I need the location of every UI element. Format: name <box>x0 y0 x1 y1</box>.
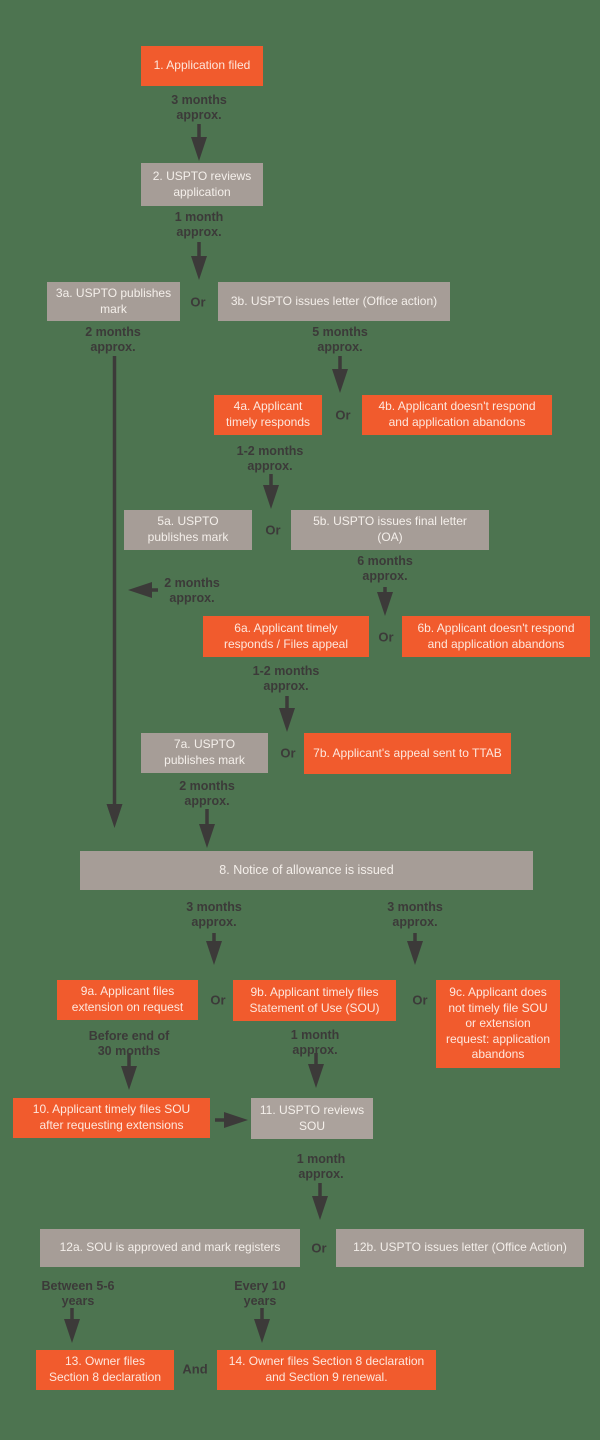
duration-6a-7: 1-2 months approx. <box>252 664 320 693</box>
node-9b-files-sou: 9b. Applicant timely files Statement of … <box>233 980 396 1021</box>
duration-12a-13: Between 5-6 years <box>41 1279 115 1308</box>
duration-9b-11: 1 month approx. <box>290 1028 340 1057</box>
duration-5a-8: 2 months approx. <box>164 576 220 605</box>
or-label-5: Or <box>265 522 281 538</box>
duration-8-9a: 3 months approx. <box>186 900 242 929</box>
duration-12a-14: Every 10 years <box>234 1279 286 1308</box>
or-label-12: Or <box>311 1240 327 1256</box>
duration-7a-8: 2 months approx. <box>179 779 235 808</box>
or-label-4: Or <box>335 407 351 423</box>
and-label-13-14: And <box>182 1361 208 1377</box>
node-1-application-filed: 1. Application filed <box>141 46 263 86</box>
duration-3b-4: 5 months approx. <box>312 325 368 354</box>
node-2-uspto-reviews: 2. USPTO reviews application <box>141 163 263 206</box>
or-label-9-left: Or <box>210 992 226 1008</box>
node-3b-issues-letter: 3b. USPTO issues letter (Office action) <box>218 282 450 321</box>
duration-5b-6: 6 months approx. <box>357 554 413 583</box>
node-5a-publishes-mark: 5a. USPTO publishes mark <box>124 510 252 550</box>
node-4b-abandons: 4b. Applicant doesn't respond and applic… <box>362 395 552 435</box>
node-12b-issues-letter: 12b. USPTO issues letter (Office Action) <box>336 1229 584 1267</box>
duration-2-3: 1 month approx. <box>174 210 224 239</box>
or-label-3: Or <box>190 294 206 310</box>
node-11-reviews-sou: 11. USPTO reviews SOU <box>251 1098 373 1139</box>
duration-3a-8: 2 months approx. <box>85 325 141 354</box>
node-3a-publishes-mark: 3a. USPTO publishes mark <box>47 282 180 321</box>
duration-11-12: 1 month approx. <box>296 1152 346 1181</box>
node-13-section8: 13. Owner files Section 8 declaration <box>36 1350 174 1390</box>
duration-9a-10: Before end of 30 months <box>88 1029 170 1058</box>
node-7b-appeal-ttab: 7b. Applicant's appeal sent to TTAB <box>304 733 511 774</box>
node-7a-publishes-mark: 7a. USPTO publishes mark <box>141 733 268 773</box>
duration-4a-5: 1-2 months approx. <box>236 444 304 473</box>
node-6a-responds-appeal: 6a. Applicant timely responds / Files ap… <box>203 616 369 657</box>
duration-8-9bc: 3 months approx. <box>387 900 443 929</box>
node-9c-abandons: 9c. Applicant does not timely file SOU o… <box>436 980 560 1068</box>
or-label-7: Or <box>280 745 296 761</box>
node-8-notice-allowance: 8. Notice of allowance is issued <box>80 851 533 890</box>
or-label-9-right: Or <box>412 992 428 1008</box>
node-4a-timely-responds: 4a. Applicant timely responds <box>214 395 322 435</box>
node-10-files-sou-after-ext: 10. Applicant timely files SOU after req… <box>13 1098 210 1138</box>
node-12a-mark-registers: 12a. SOU is approved and mark registers <box>40 1229 300 1267</box>
node-14-section8-9: 14. Owner files Section 8 declaration an… <box>217 1350 436 1390</box>
or-label-6: Or <box>378 629 394 645</box>
node-9a-extension-request: 9a. Applicant files extension on request <box>57 980 198 1020</box>
node-6b-abandons: 6b. Applicant doesn't respond and applic… <box>402 616 590 657</box>
node-5b-final-letter: 5b. USPTO issues final letter (OA) <box>291 510 489 550</box>
duration-1-2: 3 months approx. <box>171 93 227 122</box>
